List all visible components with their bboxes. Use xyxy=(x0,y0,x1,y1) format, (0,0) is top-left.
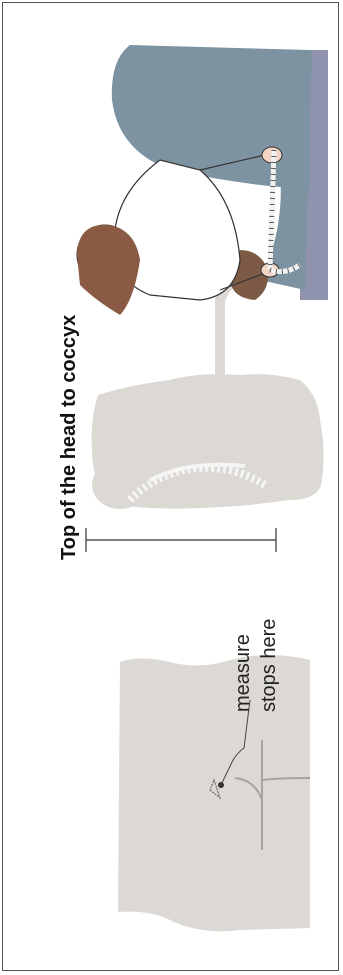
annotation-line-1: measure xyxy=(232,634,255,712)
anatomy-back-illustration xyxy=(118,655,310,931)
nurse-measuring-illustration xyxy=(77,45,328,315)
annotation-line-2: stops here xyxy=(258,619,281,712)
measurement-bracket xyxy=(86,528,276,552)
diagram-title: Top of the head to coccyx xyxy=(58,315,81,560)
